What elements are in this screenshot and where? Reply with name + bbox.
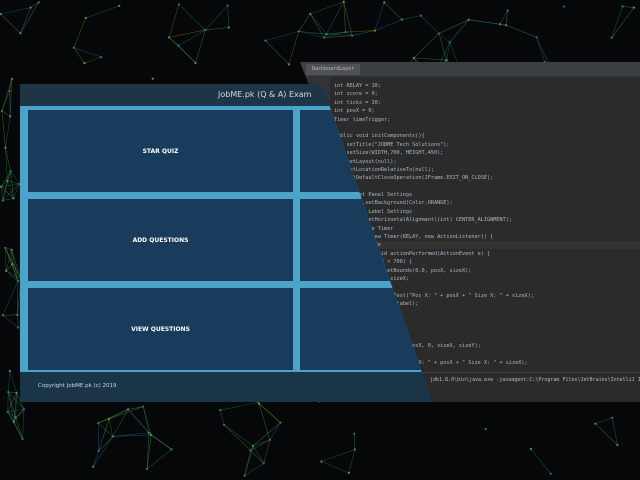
add-questions-button[interactable]: ADD QUESTIONS bbox=[28, 199, 293, 281]
tab-dashboard-layer[interactable]: DashboardLayer bbox=[306, 64, 361, 75]
code-line: int score = 0; bbox=[334, 91, 378, 98]
app-title: JobME.pk (Q & A) Exam bbox=[218, 90, 312, 99]
code-line: setDefaultCloseOperation(JFrame.EXIT_ON_… bbox=[334, 175, 494, 182]
code-line: setLayout(null); bbox=[334, 158, 397, 165]
code-line: int posX = 0; bbox=[334, 108, 375, 115]
code-line: public void initComponents(){ bbox=[334, 133, 425, 140]
code-line: int ticks = 30; bbox=[334, 99, 381, 106]
code-line: // Create Timer bbox=[334, 225, 634, 233]
code-line: // Set Panel Settings bbox=[334, 192, 413, 199]
code-line: int RELAY = 10; bbox=[334, 83, 381, 89]
code-line: panel.setBackground(Color.ORANGE); bbox=[334, 200, 453, 207]
code-line: // Set Label Settings bbox=[334, 208, 413, 215]
code-line bbox=[334, 183, 634, 191]
current-line-highlight bbox=[330, 241, 640, 249]
code-line bbox=[334, 124, 634, 132]
code-line: setLocationRelativeTo(null); bbox=[334, 166, 434, 173]
console-output-line: jdk1.8.0\bin\java.exe -javaagent:C:\Prog… bbox=[430, 377, 640, 383]
code-line: timer = new Timer(RELAY, new ActionListe… bbox=[334, 234, 494, 241]
editor-tab-bar: DashboardLayer bbox=[300, 62, 640, 77]
code-line: panel.setBounds(0,0, posX, sizeX); bbox=[334, 267, 472, 274]
code-line: Timer timeTrigger; bbox=[334, 116, 391, 123]
code-line: setTitle("JOBME Tech Solutions"); bbox=[334, 141, 450, 148]
code-line: label.setHorizontalAlignment((int) CENTE… bbox=[334, 217, 513, 224]
copyright-text: Copyright JobME.pk (c) 2019 bbox=[38, 383, 117, 389]
app-footer: Copyright JobME.pk (c) 2019 bbox=[20, 372, 432, 402]
view-questions-button[interactable]: VIEW QUESTIONS bbox=[28, 288, 293, 370]
star-quiz-button[interactable]: STAR QUIZ bbox=[28, 110, 293, 192]
code-line: @Override bbox=[334, 241, 634, 249]
code-line: setSize(WIDTH,700, HEIGHT,450); bbox=[334, 150, 444, 157]
